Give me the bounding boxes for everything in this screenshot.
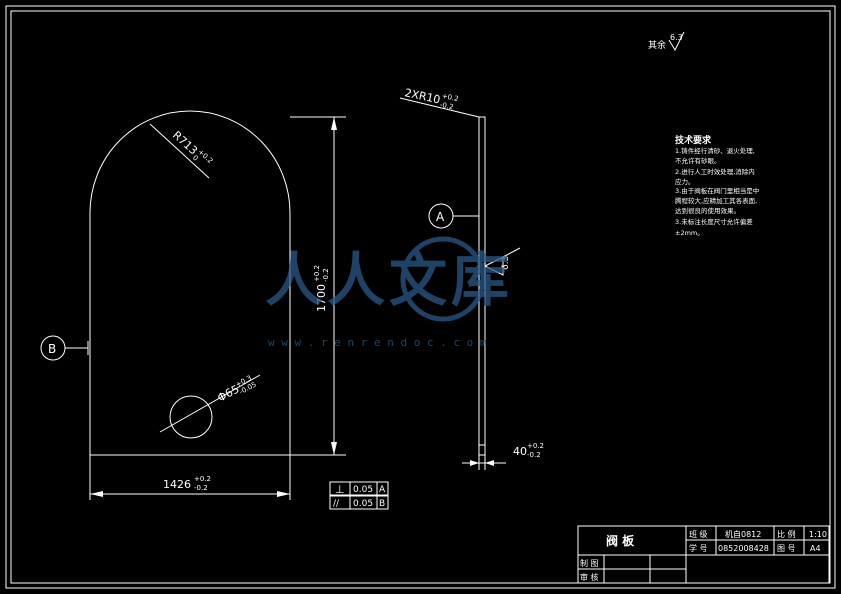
svg-text:-0.2: -0.2 [194,484,208,492]
svg-text:其余: 其余 [648,39,666,51]
svg-text:+0.2: +0.2 [527,442,544,450]
edge-radius-leader [399,97,480,118]
svg-text:-0.2: -0.2 [439,101,454,112]
thickness-dim: 40 +0.2 -0.2 [513,442,544,459]
svg-text:⊥: ⊥ [335,483,345,496]
height-dim: 1700 +0.2 -0.2 [313,265,330,312]
svg-text:1:10: 1:10 [809,530,827,539]
svg-text:0.05: 0.05 [353,499,373,509]
radius-dim: R713 +0.2 0 [170,129,214,166]
watermark-text: 人人文库 [265,246,513,314]
datum-b-letter: B [48,342,56,356]
svg-text:比 例: 比 例 [777,529,796,539]
roughness-note: 其余 6.3 [648,31,685,52]
outer-border [5,5,836,589]
thickness-arrow-right [485,460,494,466]
svg-text:+0.2: +0.2 [313,265,321,282]
svg-text:B: B [379,499,385,509]
svg-text:不允许有砂眼。: 不允许有砂眼。 [675,156,721,165]
title-block: 阀 板 班 级 机自0812 比 例 1:10 学 号 0852008428 图… [577,525,830,584]
svg-text:6.3: 6.3 [501,256,511,270]
datum-a-letter: A [436,210,445,224]
svg-text:R713: R713 [170,129,200,158]
roughness-symbol-local: 6.3 [484,247,521,276]
valve-plate-outline [89,110,291,456]
svg-text:A4: A4 [810,544,821,553]
height-arrow-bottom [331,442,337,455]
height-arrow-top [331,117,337,130]
svg-text:班 级: 班 级 [689,529,708,539]
svg-text:+0.2: +0.2 [194,475,211,483]
inner-border [10,10,831,584]
watermark-url: w w w . r e n r e n d o c . c o m [268,336,487,349]
svg-text:0852008428: 0852008428 [718,544,769,553]
svg-text:机自0812: 机自0812 [725,529,761,539]
tolerance-frame-1: ⊥ 0.05 A [329,481,389,496]
svg-text:制 图: 制 图 [580,558,599,568]
svg-text:-0.2: -0.2 [322,268,330,282]
tech-title: 技术要求 [675,134,712,146]
svg-text:3.未标注长度尺寸允许偏差: 3.未标注长度尺寸允许偏差 [675,217,753,226]
svg-text:腾程较大,应精加工其各表面,: 腾程较大,应精加工其各表面, [675,196,757,205]
svg-text:±2mm。: ±2mm。 [675,229,704,237]
svg-text:0.05: 0.05 [353,485,373,495]
svg-text:审 核: 审 核 [580,572,599,582]
svg-text:1426: 1426 [163,478,191,491]
tech-requirements: 技术要求 1.铸件经行清砂、退火处理, 不允许有砂眼。 2.进行人工时效处理,消… [675,134,759,237]
hole-dim: Φ65 +0.3 -0.05 [215,374,257,405]
svg-text:图 号: 图 号 [777,544,796,553]
svg-text:+0.2: +0.2 [441,92,459,103]
svg-text:学 号: 学 号 [689,543,708,553]
svg-text:2.进行人工时效处理,消除内: 2.进行人工时效处理,消除内 [675,167,755,176]
part-name: 阀 板 [606,533,635,548]
hole-circle [169,395,213,439]
svg-text:3.由于阀板在阀门里相当是中: 3.由于阀板在阀门里相当是中 [675,186,759,195]
radius-leader [149,123,210,179]
width-arrow-right [277,491,290,497]
width-arrow-left [90,491,103,497]
svg-text:1700: 1700 [315,284,328,312]
svg-text:6.3: 6.3 [670,33,683,42]
tolerance-frame-2: // 0.05 B [329,495,389,510]
svg-text:0: 0 [191,154,200,163]
svg-text:1.铸件经行清砂、退火处理,: 1.铸件经行清砂、退火处理, [675,146,755,155]
thickness-arrow-left [470,460,479,466]
edge-radius-dim: 2XR10 +0.2 -0.2 [403,86,459,112]
svg-text:-0.2: -0.2 [527,451,541,459]
watermark: 人人文库 w w w . r e n r e n d o c . c o m [265,236,513,349]
svg-text:达到很良的使用效果。: 达到很良的使用效果。 [675,206,740,215]
svg-text:A: A [379,485,386,495]
svg-text:应力。: 应力。 [675,177,695,186]
svg-text:40: 40 [513,445,527,458]
svg-text://: // [333,499,340,509]
side-view-plate [478,116,486,456]
width-dim: 1426 +0.2 -0.2 [163,475,211,492]
hole-leader [159,374,261,433]
